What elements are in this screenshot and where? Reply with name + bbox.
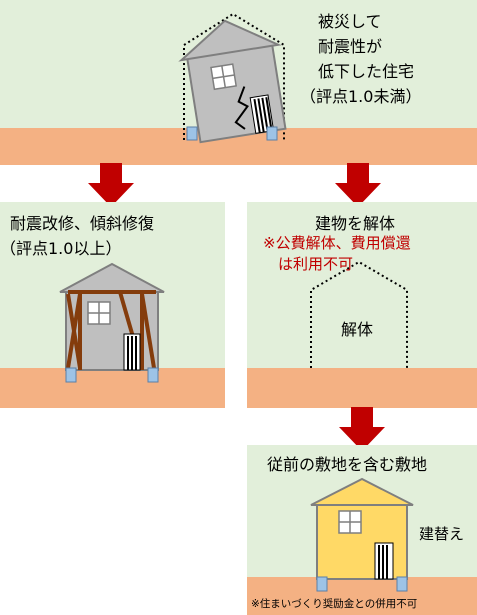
ground-strip <box>247 368 477 408</box>
rebuilt-house-roof <box>310 477 414 506</box>
demolition-title: 建物を解体 <box>315 214 396 233</box>
demolition-note-line-1: ※公費解体、費用償還 <box>263 234 411 252</box>
foundation-right <box>147 367 159 383</box>
damaged-status-line-1: 被災して <box>318 12 382 31</box>
rebuilt-house-illustration <box>310 477 414 592</box>
foundation-right <box>396 576 408 592</box>
retrofit-panel: 耐震改修、傾斜修復 （評点1.0以上） <box>0 202 225 408</box>
rebuild-panel: 従前の敷地を含む敷地 建替え ※住まいづくり奨励金との併用不可 <box>247 445 477 615</box>
rebuild-footnote: ※住まいづくり奨励金との併用不可 <box>251 598 418 610</box>
down-arrow-left <box>88 163 134 207</box>
retrofit-title-line-2: （評点1.0以上） <box>0 239 122 258</box>
retrofit-house-illustration <box>59 262 165 383</box>
down-arrow-bottom <box>339 407 385 451</box>
foundation-left <box>316 576 328 592</box>
tilted-house-roof <box>178 19 282 62</box>
retrofit-title-line-1: 耐震改修、傾斜修復 <box>10 214 155 233</box>
foundation-left <box>186 126 198 141</box>
damaged-house-illustration <box>178 12 287 144</box>
ground-strip <box>247 577 477 615</box>
foundation-left <box>65 367 77 383</box>
ground-strip <box>0 368 225 408</box>
demolition-panel: 建物を解体 ※公費解体、費用償還 は利用不可 解体 <box>247 202 477 408</box>
foundation-right <box>266 126 278 141</box>
demolition-note-line-2: は利用不可 <box>263 255 354 273</box>
damaged-status-line-3: 低下した住宅 <box>318 62 415 81</box>
rebuild-label: 建替え <box>419 525 465 543</box>
demolish-label: 解体 <box>341 320 374 339</box>
down-arrow-right <box>335 163 381 207</box>
damaged-status-line-4: （評点1.0未満） <box>300 87 422 106</box>
retrofit-house-roof <box>59 262 165 293</box>
damaged-house-panel: 被災して 耐震性が 低下した住宅 （評点1.0未満） <box>0 0 477 165</box>
crack-line <box>234 86 249 130</box>
damaged-status-line-2: 耐震性が <box>318 37 383 56</box>
rebuild-title: 従前の敷地を含む敷地 <box>267 455 428 474</box>
demolished-house-outline <box>310 260 408 368</box>
